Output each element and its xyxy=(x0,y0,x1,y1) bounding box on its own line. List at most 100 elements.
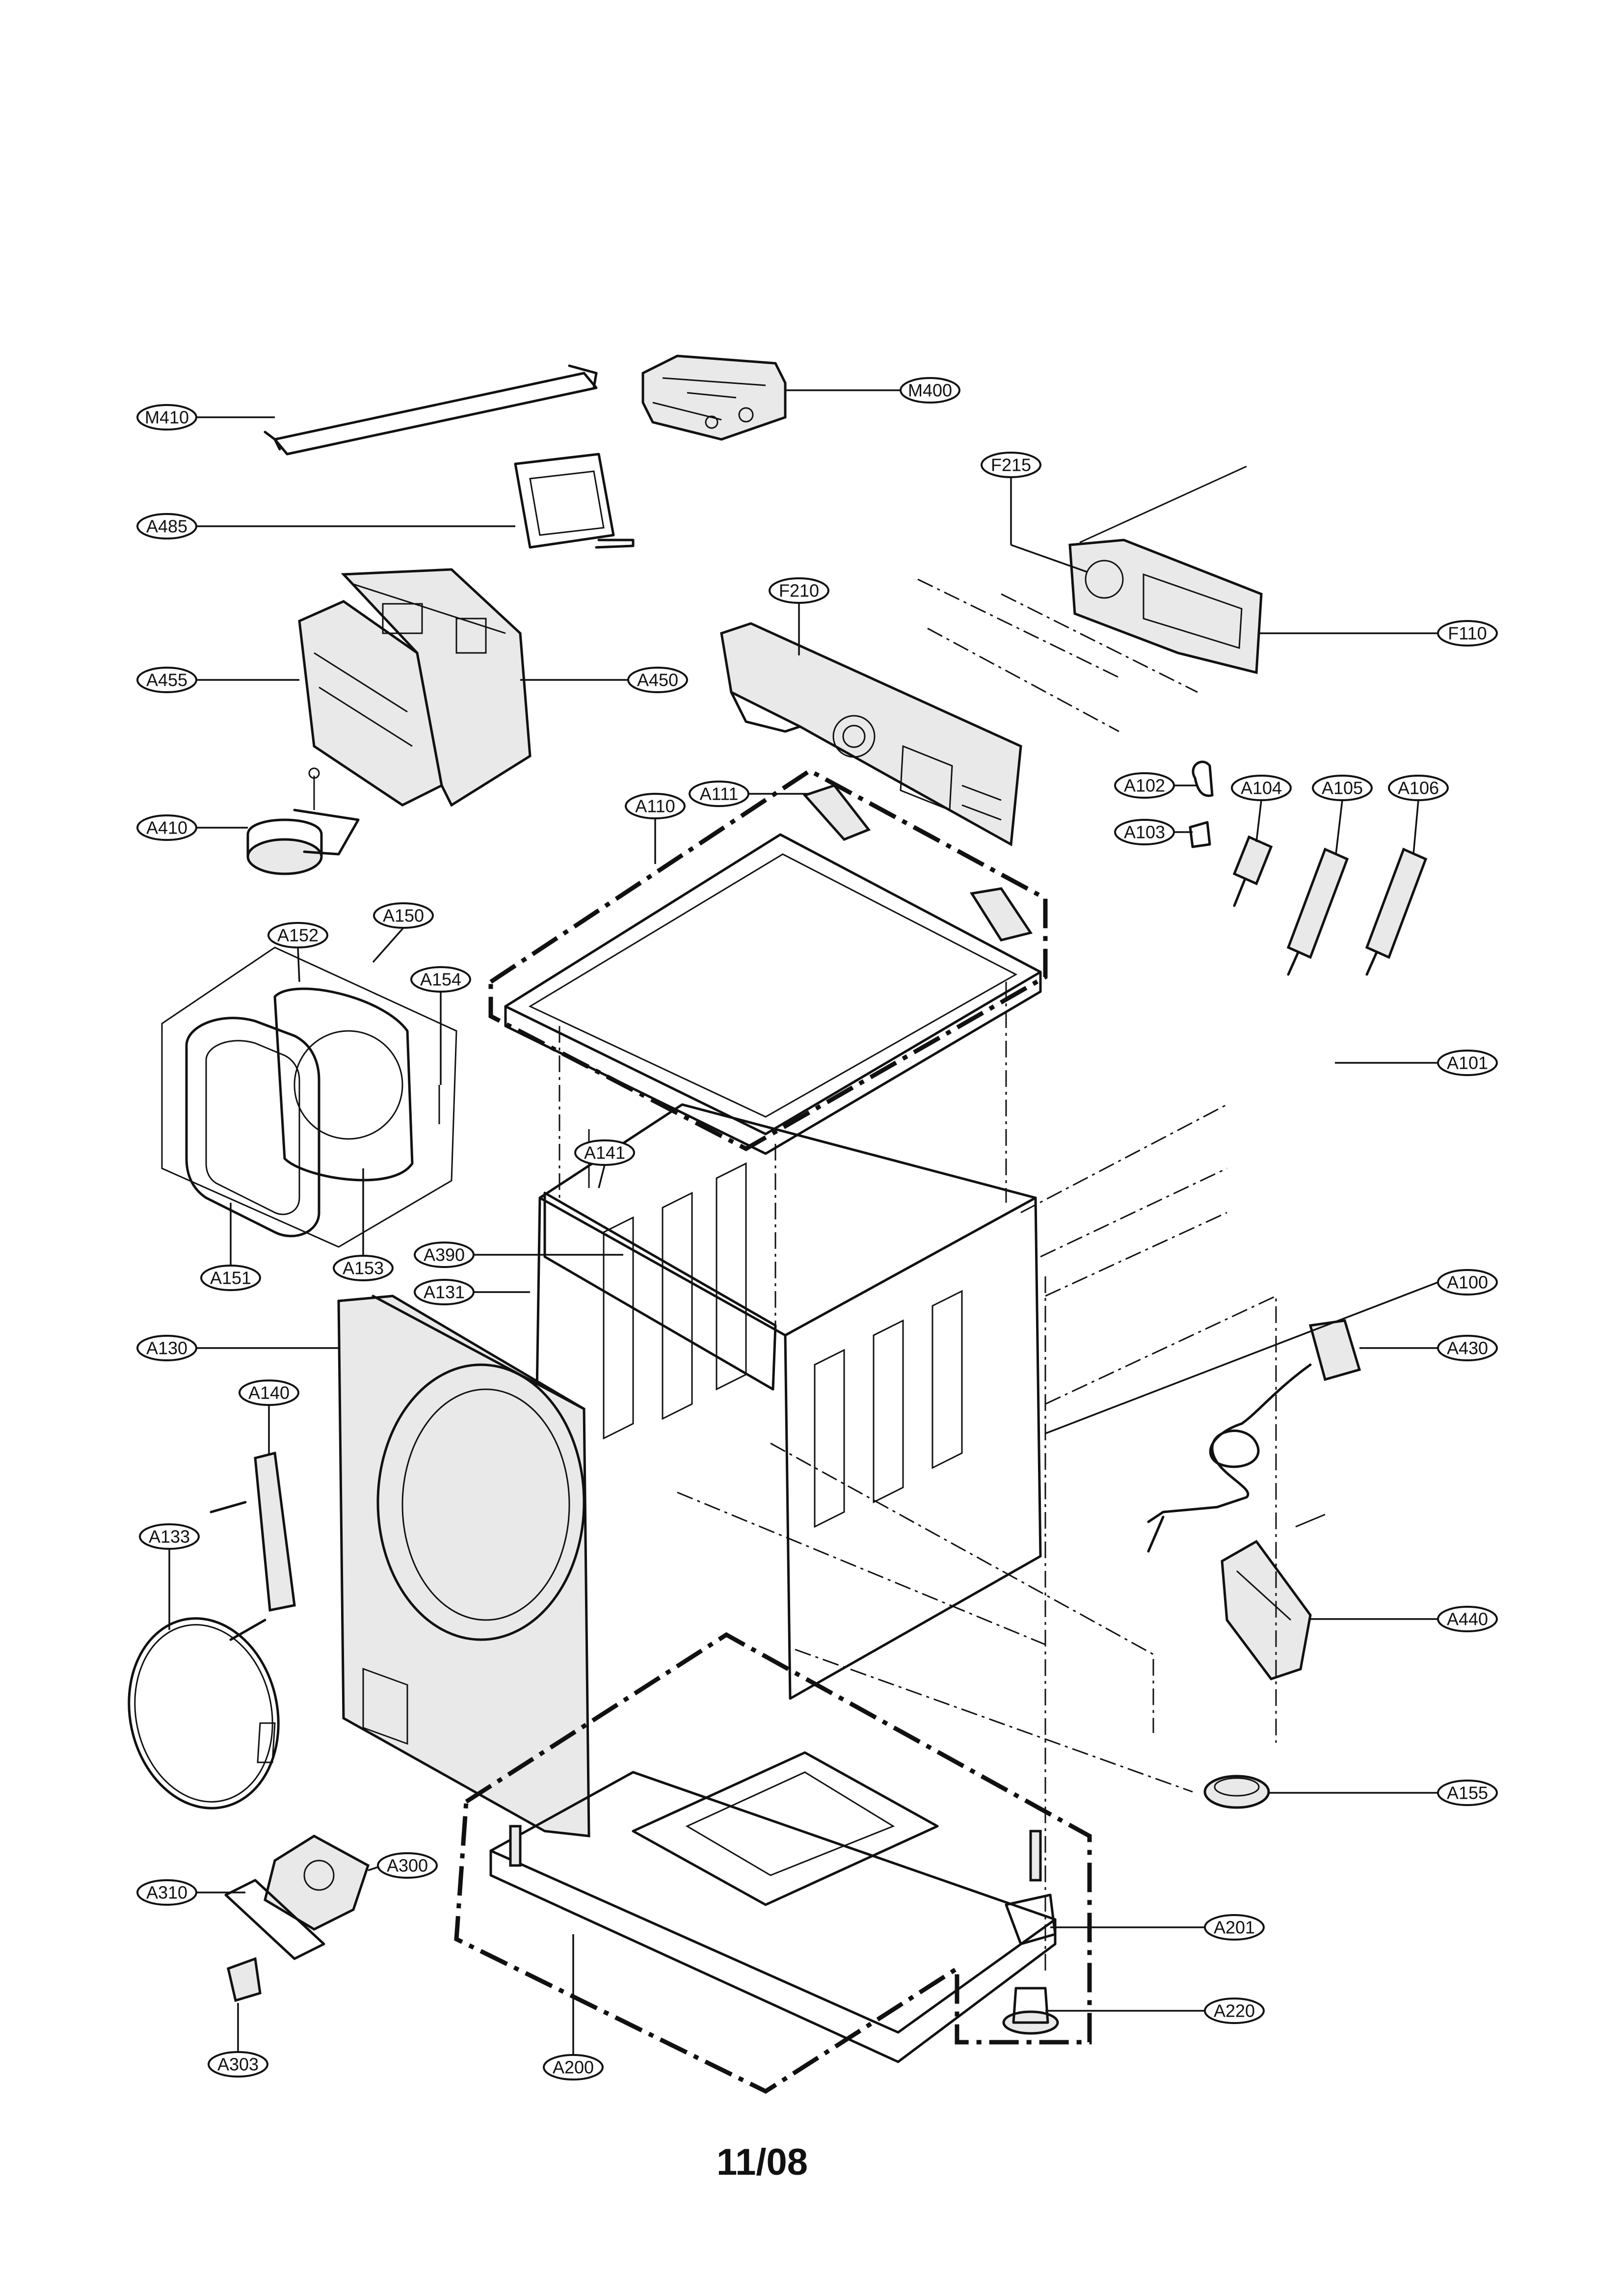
part-a150-door-assembly xyxy=(161,946,457,1248)
label-a102: A102 xyxy=(1114,772,1175,799)
leader-lines xyxy=(168,389,1438,2055)
label-f210: F210 xyxy=(769,577,829,604)
svg-text:A103: A103 xyxy=(1124,822,1165,842)
part-a430-power-cord xyxy=(1147,1319,1361,1553)
label-a106: A106 xyxy=(1388,775,1449,801)
svg-text:A151: A151 xyxy=(210,1268,251,1288)
part-a485-frame xyxy=(514,453,635,549)
svg-text:A100: A100 xyxy=(1447,1272,1488,1293)
label-a303: A303 xyxy=(208,2051,268,2078)
svg-text:A310: A310 xyxy=(146,1883,187,1903)
label-a150: A150 xyxy=(373,902,434,929)
svg-text:A450: A450 xyxy=(637,670,678,690)
svg-text:A152: A152 xyxy=(277,925,319,945)
label-a140: A140 xyxy=(239,1379,299,1406)
label-a450: A450 xyxy=(627,667,688,693)
svg-text:A141: A141 xyxy=(584,1143,625,1163)
part-a100-cabinet xyxy=(533,1103,1042,1700)
svg-text:A440: A440 xyxy=(1447,1609,1488,1629)
part-a455-a450-pcb xyxy=(298,568,532,807)
label-a485: A485 xyxy=(136,513,197,540)
part-a410-pressure-switch xyxy=(246,767,360,875)
label-a105: A105 xyxy=(1312,775,1373,801)
svg-text:A104: A104 xyxy=(1241,778,1282,798)
svg-text:A390: A390 xyxy=(424,1245,465,1265)
part-a155-cap xyxy=(1203,1775,1270,1809)
part-a310-a300-filter-cover xyxy=(224,1835,370,1960)
part-a105-valve xyxy=(1286,847,1349,976)
label-a151: A151 xyxy=(200,1265,261,1291)
part-a111-clips xyxy=(802,784,1033,942)
label-a200: A200 xyxy=(543,2054,604,2080)
label-a153: A153 xyxy=(333,1255,394,1281)
label-m410: M410 xyxy=(136,404,197,431)
label-a104: A104 xyxy=(1231,775,1292,801)
label-a130: A130 xyxy=(136,1335,197,1361)
part-a102-a103-clips xyxy=(1189,760,1214,848)
label-a110: A110 xyxy=(625,793,686,819)
part-a104-valve xyxy=(1232,835,1273,907)
assembly-guide-lines xyxy=(559,578,1277,1973)
part-f110-f215-housing xyxy=(1068,465,1263,675)
label-a154: A154 xyxy=(410,966,471,993)
label-f215: F215 xyxy=(981,452,1041,478)
label-a201: A201 xyxy=(1204,1914,1265,1941)
label-a131: A131 xyxy=(414,1279,475,1305)
label-a133: A133 xyxy=(139,1523,200,1550)
part-m400-module xyxy=(641,354,787,441)
svg-text:A102: A102 xyxy=(1124,776,1165,796)
svg-text:F215: F215 xyxy=(991,455,1031,475)
svg-text:A300: A300 xyxy=(387,1856,428,1876)
svg-text:M400: M400 xyxy=(908,380,952,401)
svg-text:A150: A150 xyxy=(383,906,424,926)
label-a390: A390 xyxy=(414,1242,475,1268)
svg-text:A200: A200 xyxy=(553,2057,594,2078)
label-a455: A455 xyxy=(136,667,197,693)
svg-text:A154: A154 xyxy=(420,970,461,990)
svg-text:F210: F210 xyxy=(779,581,819,601)
svg-text:A101: A101 xyxy=(1447,1053,1488,1073)
svg-text:A201: A201 xyxy=(1214,1918,1255,1938)
part-f210-control-panel xyxy=(720,622,1022,847)
label-a300: A300 xyxy=(377,1852,438,1879)
label-a440: A440 xyxy=(1437,1606,1498,1632)
svg-text:A485: A485 xyxy=(146,516,187,537)
part-a140-hinge xyxy=(210,1451,296,1641)
part-a106-valve xyxy=(1365,847,1428,976)
part-a133-clamp-ring xyxy=(128,1617,280,1810)
part-a303-plug xyxy=(227,1957,262,2002)
label-a101: A101 xyxy=(1437,1050,1498,1076)
svg-text:A155: A155 xyxy=(1447,1783,1488,1803)
svg-text:A110: A110 xyxy=(635,796,675,816)
svg-text:A430: A430 xyxy=(1447,1338,1488,1358)
boundary-top-assembly xyxy=(488,768,1048,1152)
label-a430: A430 xyxy=(1437,1335,1498,1361)
part-a200-base xyxy=(489,1751,1057,2063)
svg-text:A131: A131 xyxy=(424,1282,465,1302)
svg-text:A303: A303 xyxy=(217,2054,259,2075)
part-a110-top-plate xyxy=(504,833,1042,1155)
boundary-base-assembly xyxy=(454,1632,1092,2094)
label-m400: M400 xyxy=(900,377,960,404)
part-m410-bracket xyxy=(264,364,598,456)
label-a103: A103 xyxy=(1114,819,1175,845)
label-a310: A310 xyxy=(136,1879,197,1906)
label-a410: A410 xyxy=(136,814,197,841)
svg-text:F110: F110 xyxy=(1448,623,1487,644)
svg-text:A220: A220 xyxy=(1214,2001,1255,2021)
svg-text:A140: A140 xyxy=(248,1383,290,1403)
svg-text:A111: A111 xyxy=(700,784,739,804)
part-a201-a220-foot xyxy=(1002,1893,1059,2035)
part-a130-front-panel xyxy=(337,1295,590,1837)
footer-date-code: 11/08 xyxy=(717,2141,808,2183)
label-a100: A100 xyxy=(1437,1269,1498,1296)
label-a141: A141 xyxy=(574,1139,635,1166)
svg-text:A106: A106 xyxy=(1398,778,1439,798)
svg-text:M410: M410 xyxy=(145,407,189,428)
label-a155: A155 xyxy=(1437,1780,1498,1806)
svg-text:A133: A133 xyxy=(149,1527,190,1547)
label-a220: A220 xyxy=(1204,1998,1265,2024)
svg-text:A410: A410 xyxy=(146,818,187,838)
label-a111: A111 xyxy=(689,781,749,807)
